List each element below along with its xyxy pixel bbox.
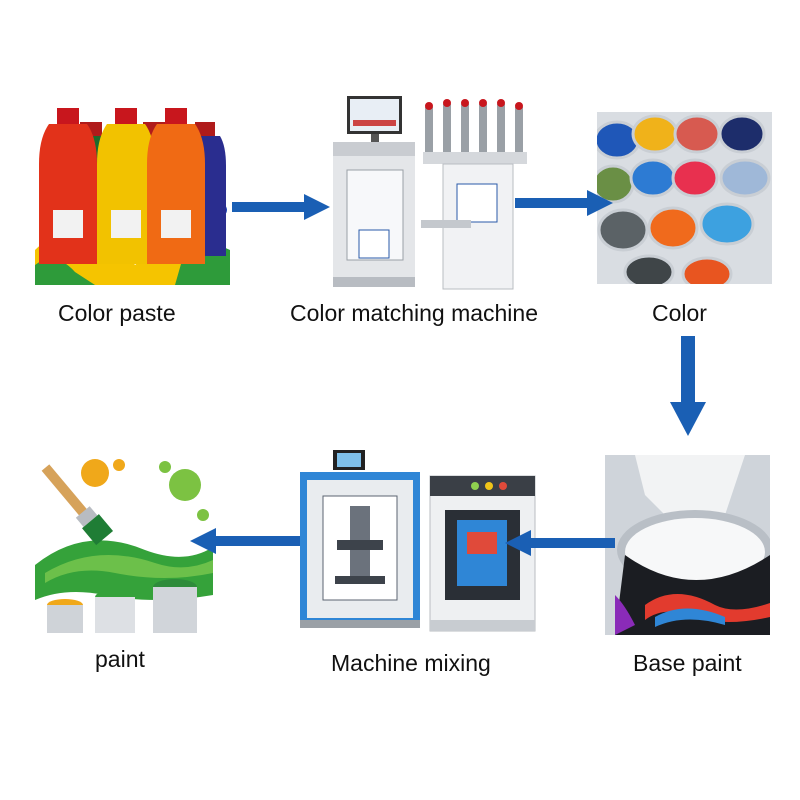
- arrow-right-2: [515, 190, 613, 216]
- label-base-paint: Base paint: [633, 650, 742, 676]
- arrow-right-1: [232, 194, 330, 220]
- label-color: Color: [652, 300, 707, 326]
- label-machine-mixing: Machine mixing: [331, 650, 491, 676]
- color-image: [597, 112, 772, 284]
- arrow-down: [670, 336, 706, 436]
- label-paint: paint: [95, 646, 145, 672]
- arrow-left-1: [505, 530, 615, 556]
- arrow-left-2: [190, 528, 300, 554]
- base-paint-image: [605, 455, 770, 635]
- color-paste-image: [35, 100, 230, 285]
- paint-image: [35, 455, 213, 635]
- color-matching-machine-image: [325, 92, 530, 292]
- label-color-paste: Color paste: [58, 300, 176, 326]
- label-color-matching-machine: Color matching machine: [290, 300, 539, 326]
- machine-mixing-image: [295, 448, 540, 638]
